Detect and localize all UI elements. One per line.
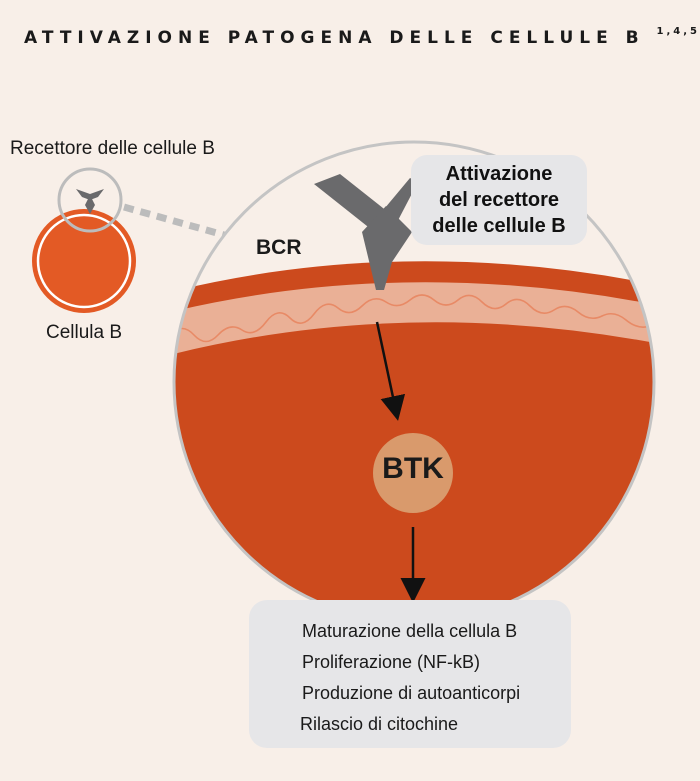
activation-line: Attivazione: [445, 163, 553, 185]
effect-item: Rilascio di citochine: [300, 714, 459, 734]
effects-box: Maturazione della cellula B Proliferazio…: [249, 600, 571, 748]
cell-membrane-wave: [174, 294, 651, 343]
small-b-cell: [32, 209, 136, 313]
effect-item: Produzione di autoanticorpi: [302, 683, 521, 703]
small-receptor-icon: [76, 189, 104, 214]
activation-line: del recettore: [438, 189, 560, 211]
receptor-label: Recettore delle cellule B: [10, 138, 215, 159]
bcr-label: BCR: [256, 236, 302, 259]
magnifier-ring: [57, 167, 123, 233]
arrow-bcr-to-btk: [375, 321, 406, 421]
title-references: 1,4,5: [656, 26, 700, 38]
zoom-connector: [123, 203, 225, 239]
activation-line: delle cellule B: [432, 215, 566, 237]
effect-item: Proliferazione (NF-kB): [302, 652, 481, 672]
page-title: ATTIVAZIONE PATOGENA DELLE CELLULE B 1,4…: [24, 26, 700, 48]
btk-node: [373, 433, 453, 513]
activation-bubble: Attivazione del recettore delle cellule …: [411, 155, 587, 245]
effects-list: Maturazione della cellula B Proliferazio…: [300, 616, 521, 740]
bcr-receptor-icon: [314, 174, 418, 290]
effect-item: Maturazione della cellula B: [302, 621, 518, 641]
btk-label: BTK: [382, 452, 444, 485]
cell-label: Cellula B: [46, 322, 123, 343]
cell-membrane-band: [174, 282, 654, 360]
